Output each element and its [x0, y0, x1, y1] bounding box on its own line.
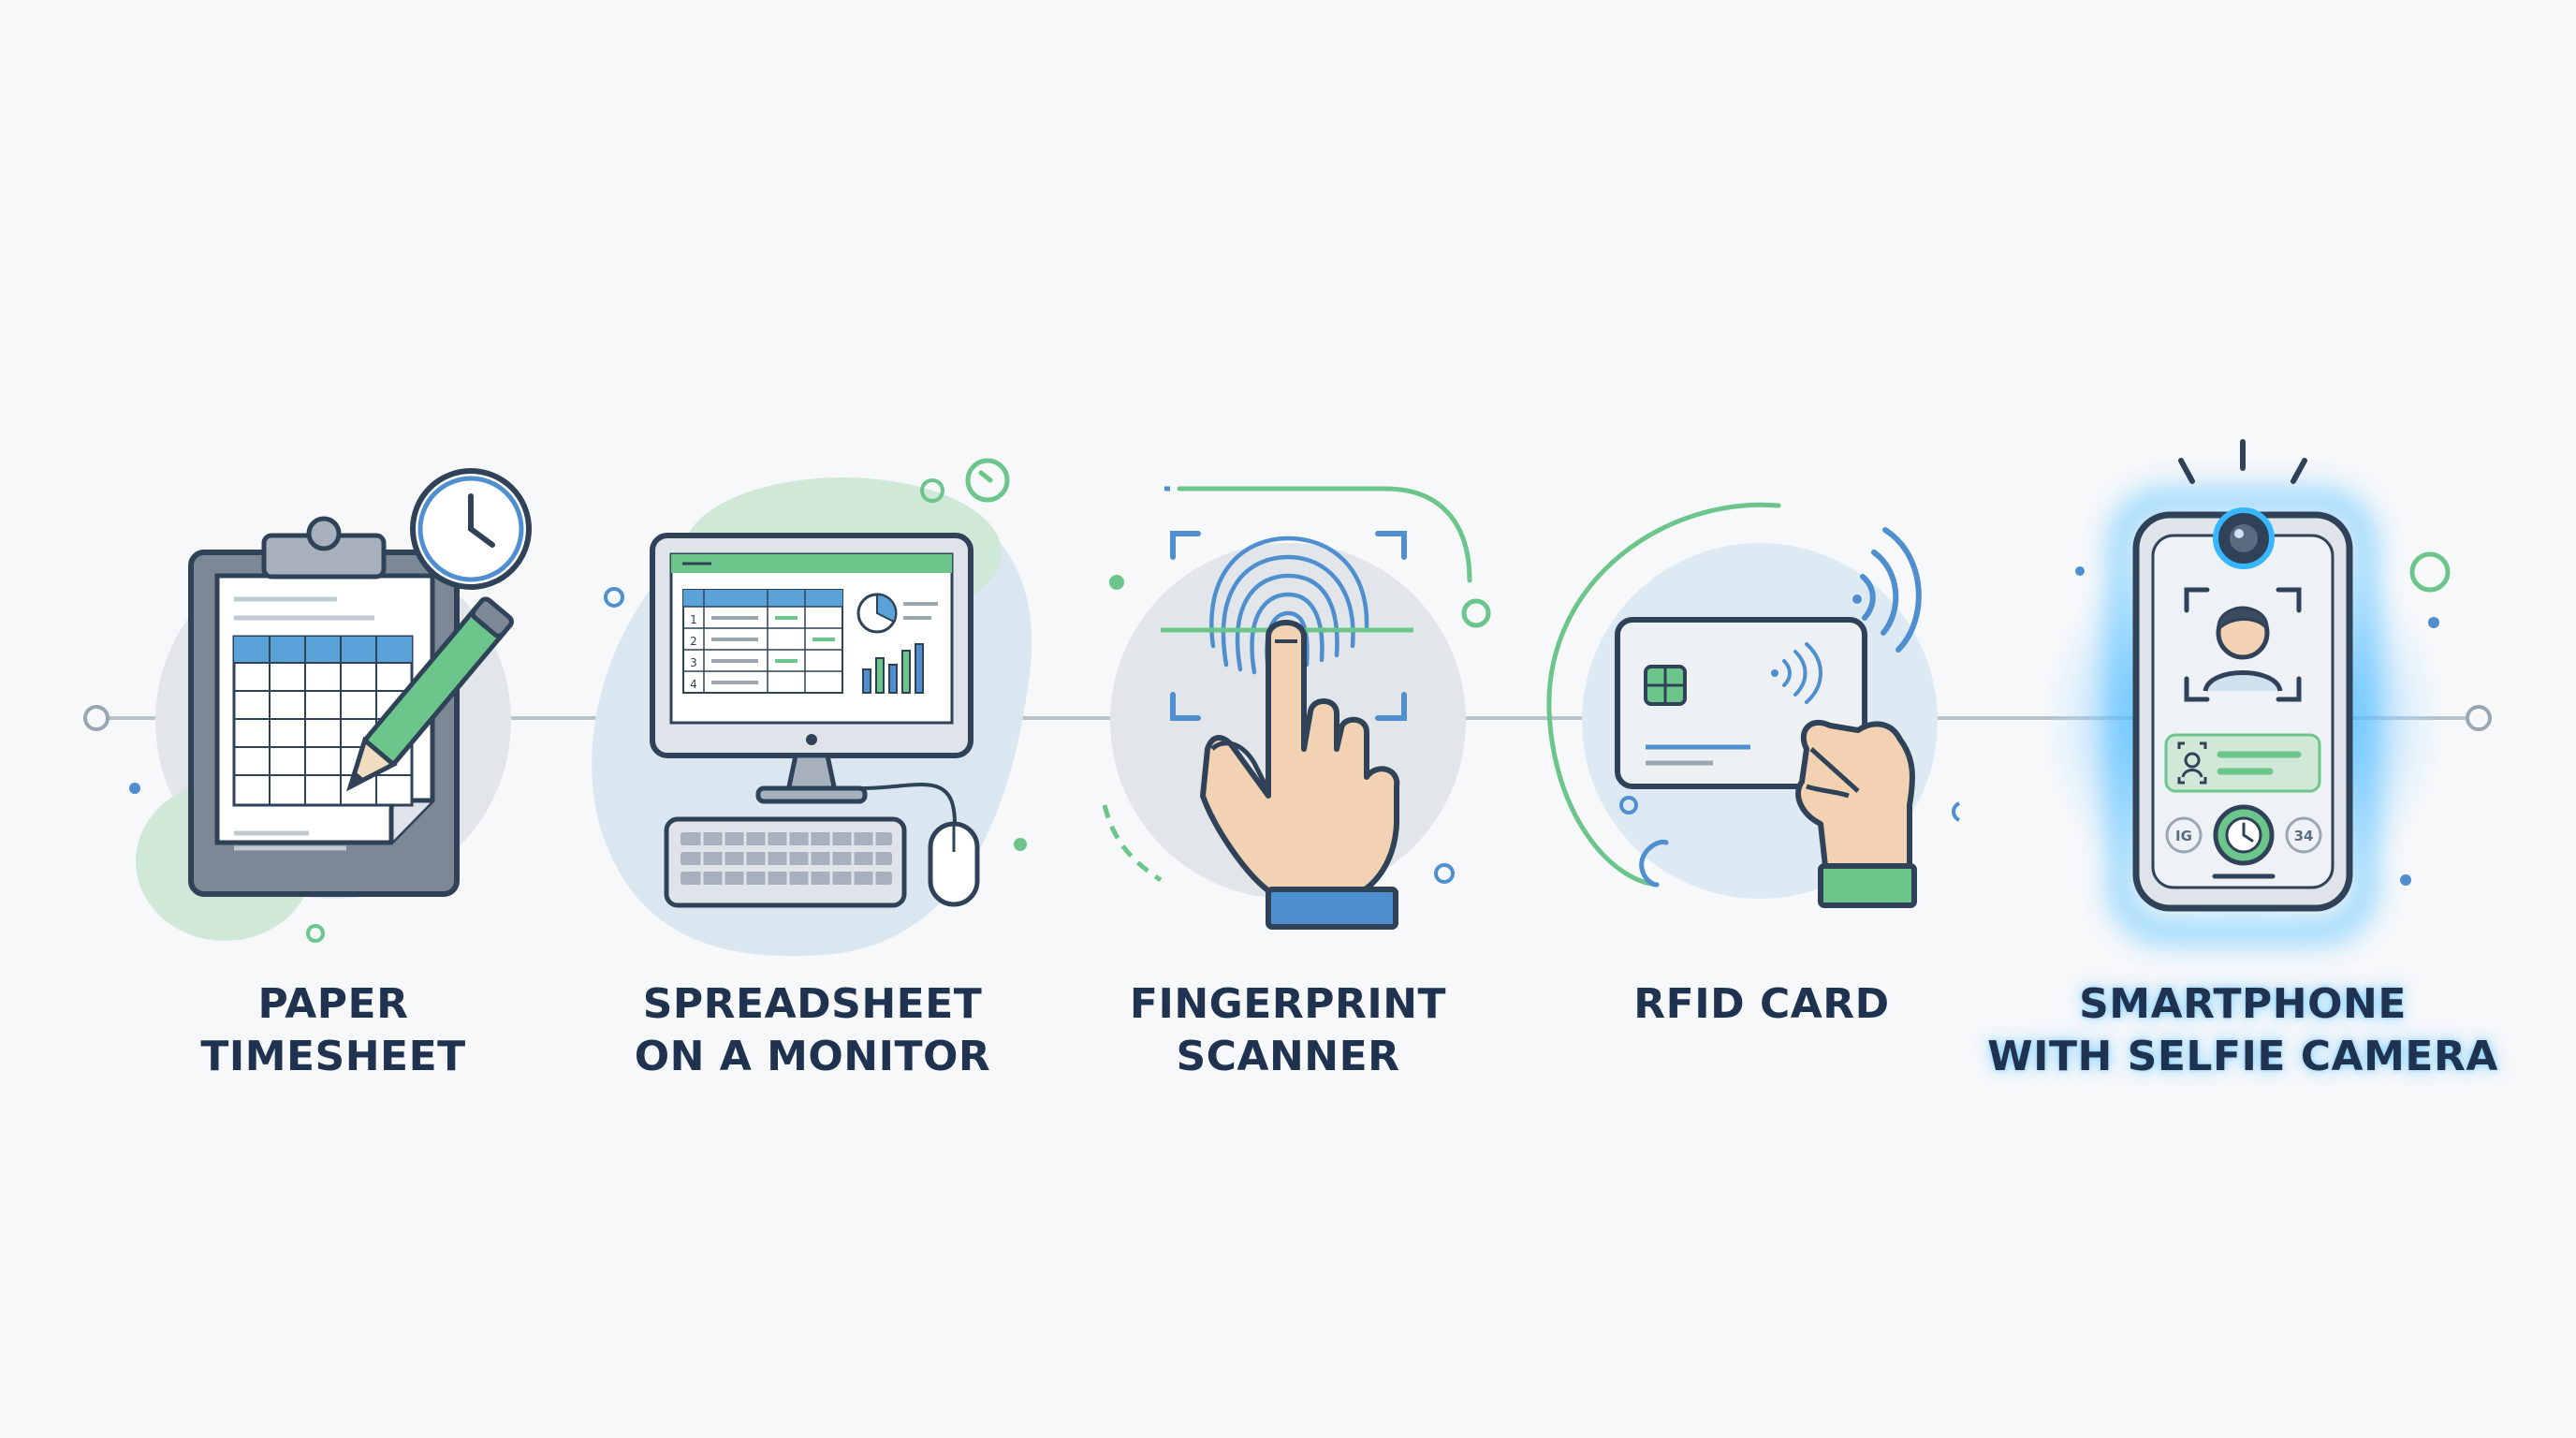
rfid-card-icon [1546, 502, 1961, 908]
clipboard-timesheet-icon [129, 468, 532, 943]
step-label-smartphone: SMARTPHONE WITH SELFIE CAMERA [1887, 978, 2576, 1083]
desktop-monitor-spreadsheet-icon: 1 2 3 4 [592, 458, 1032, 957]
label-line: PAPER [257, 980, 409, 1028]
step-label-rfid-card: RFID CARD [1406, 978, 2117, 1031]
smartphone-selfie-icon: IG 34 [2042, 439, 2451, 946]
label-line: SMARTPHONE [2079, 980, 2407, 1028]
label-line: RFID CARD [1633, 980, 1890, 1028]
row-number-1: 1 [690, 613, 697, 626]
row-number-3: 3 [690, 656, 697, 669]
row-number-4: 4 [690, 678, 697, 691]
phone-right-counter: 34 [2294, 828, 2314, 844]
label-line: SCANNER [1176, 1033, 1400, 1080]
label-line: SPREADSHEET [642, 980, 983, 1028]
row-number-2: 2 [690, 635, 697, 648]
fingerprint-scanner-icon [1102, 486, 1491, 930]
step-label-spreadsheet: SPREADSHEET ON A MONITOR [457, 978, 1168, 1083]
label-line: WITH SELFIE CAMERA [1987, 1033, 2498, 1080]
phone-left-counter: IG [2175, 828, 2192, 844]
label-line: ON A MONITOR [634, 1033, 991, 1080]
label-line: FINGERPRINT [1129, 980, 1447, 1028]
step-label-fingerprint-scanner: FINGERPRINT SCANNER [932, 978, 1644, 1083]
label-line: TIMESHEET [200, 1033, 466, 1080]
step-label-paper-timesheet: PAPER TIMESHEET [0, 978, 689, 1083]
